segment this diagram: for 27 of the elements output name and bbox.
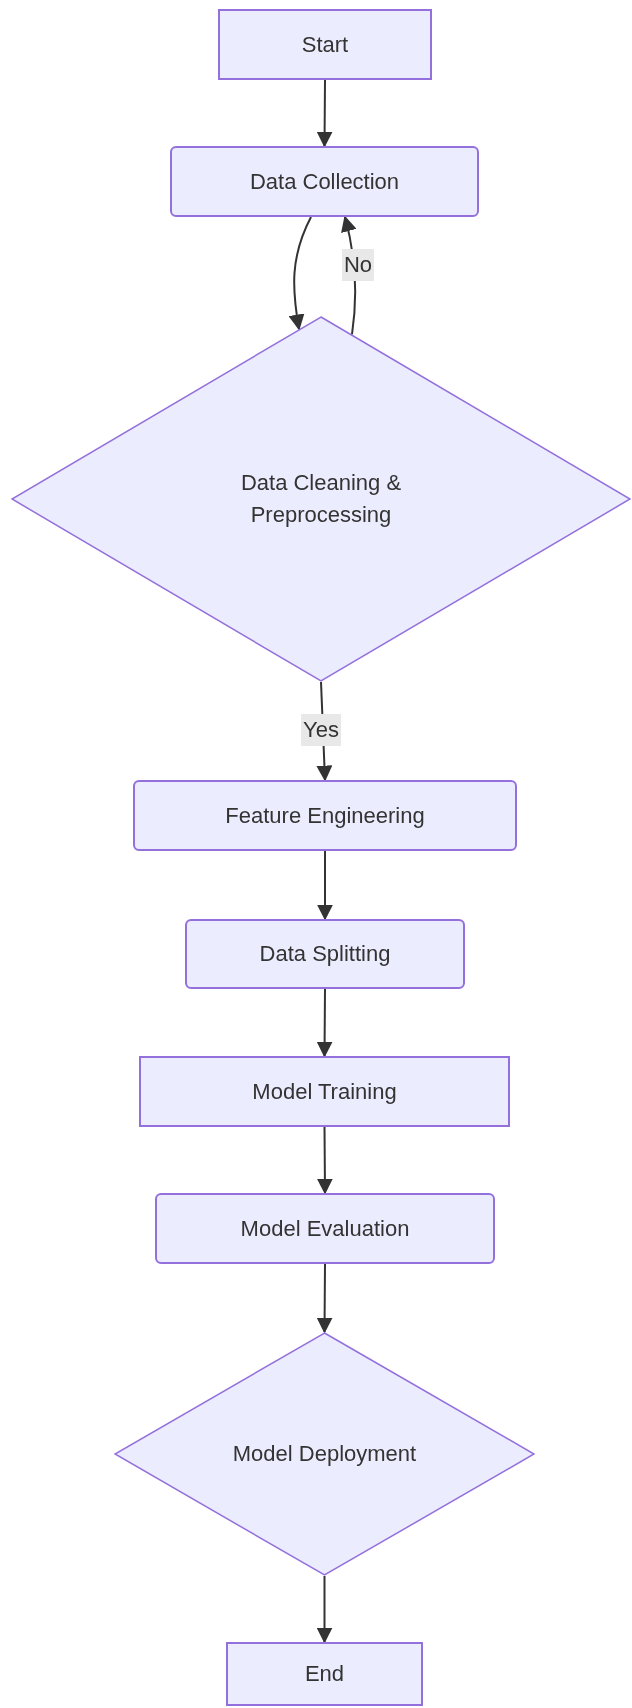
node-label: Data Splitting bbox=[259, 940, 391, 968]
decision-diamond bbox=[114, 1332, 535, 1576]
arrow bbox=[316, 1263, 333, 1334]
arrow bbox=[316, 1126, 333, 1195]
node-label: Model Evaluation bbox=[240, 1214, 410, 1243]
node-label: Feature Engineering bbox=[225, 801, 425, 830]
arrow bbox=[316, 988, 333, 1058]
process-box bbox=[139, 1056, 510, 1127]
process-box bbox=[185, 919, 465, 989]
node-label: Data Collection bbox=[249, 167, 400, 196]
node-label: Start bbox=[301, 30, 349, 59]
edge-label: No bbox=[341, 249, 375, 281]
process-box bbox=[155, 1193, 495, 1264]
arrow bbox=[288, 216, 312, 331]
process-box bbox=[226, 1642, 423, 1706]
edge-label: Yes bbox=[301, 714, 341, 746]
node-label: Model Deployment bbox=[232, 1440, 417, 1468]
node-label: Data Cleaning & Preprocessing bbox=[239, 469, 403, 529]
process-box bbox=[170, 146, 479, 217]
decision-diamond bbox=[11, 316, 631, 682]
arrow bbox=[316, 1575, 333, 1644]
process-box bbox=[133, 780, 517, 851]
process-box bbox=[218, 9, 432, 80]
arrow bbox=[316, 79, 333, 148]
arrow bbox=[317, 850, 333, 921]
node-label: Model Training bbox=[252, 1077, 397, 1106]
node-label: End bbox=[304, 1660, 345, 1688]
